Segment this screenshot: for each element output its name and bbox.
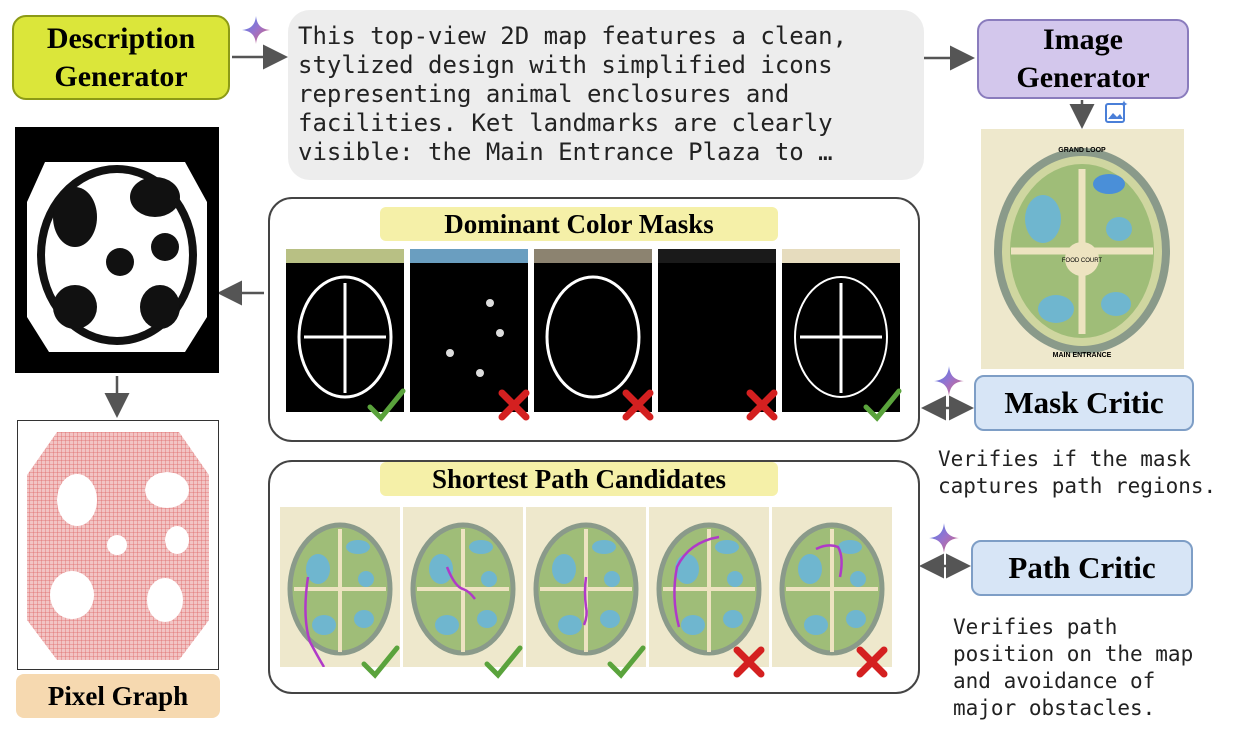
mask-critic-note: Verifies if the mask captures path regio… [938,447,1217,498]
mask-color-swatch [658,249,776,263]
mask-pattern [545,275,641,399]
map-label-top: GRAND LOOP [1058,147,1106,154]
path-candidate-thumbnail [772,507,892,667]
mask-color-swatch [410,249,528,263]
mask-color-swatch [286,249,404,263]
gemini-sparkle-icon [929,523,959,553]
path-candidate-thumbnail [280,507,400,667]
check-icon [607,645,646,679]
color-mask-thumbnail [534,249,652,412]
shortest-path-candidates-title: Shortest Path Candidates [380,462,778,496]
color-mask-thumbnail [782,249,900,412]
mask-pattern [446,299,504,377]
map-label-bottom: MAIN ENTRANCE [1053,352,1112,359]
path-candidate-thumbnail [403,507,523,667]
cross-icon [856,646,888,678]
generated-map-image: GRAND LOOP FOOD COURT MAIN ENTRANCE [981,129,1184,369]
path-critic-note: Verifies path position on the map and av… [953,615,1194,720]
candidate-path-line [815,544,843,578]
color-mask-thumbnail [658,249,776,412]
color-mask-thumbnail [286,249,404,412]
candidate-path-line [304,576,326,667]
check-icon [484,645,523,679]
pixel-graph-label: Pixel Graph [16,674,220,718]
gemini-sparkle-icon [934,366,964,396]
cross-icon [746,389,778,421]
check-icon [367,388,406,422]
candidate-path-line [582,576,588,626]
path-candidate-thumbnail [649,507,769,667]
gemini-sparkle-icon [242,16,270,44]
candidate-path-line [445,566,476,600]
image-gen-icon [1105,100,1128,123]
description-generator-title: Description Generator [46,21,196,93]
cross-icon [498,389,530,421]
description-generator-box: Description Generator [12,15,230,100]
image-generator-box: Image Generator [977,19,1189,99]
mask-critic-box: Mask Critic [974,375,1194,431]
mask-color-swatch [782,249,900,263]
map-label-center: FOOD COURT [1062,258,1103,264]
image-generator-title: Image Generator [1016,23,1150,94]
path-critic-box: Path Critic [971,540,1193,596]
mask-color-swatch [534,249,652,263]
mask-pattern [297,275,393,399]
path-candidate-thumbnail [526,507,646,667]
dominant-color-masks-title: Dominant Color Masks [380,207,778,241]
dominant-color-masks-panel: Dominant Color Masks [268,197,920,442]
check-icon [863,388,902,422]
cross-icon [733,646,765,678]
selected-mask-image [15,127,219,373]
shortest-path-candidates-panel: Shortest Path Candidates [268,460,920,694]
check-icon [361,645,400,679]
cross-icon [622,389,654,421]
mask-pattern [794,276,888,398]
pixel-graph-image [17,420,219,670]
color-mask-thumbnail [410,249,528,412]
description-text: This top-view 2D map features a clean, s… [288,10,924,180]
candidate-path-line [673,535,720,628]
